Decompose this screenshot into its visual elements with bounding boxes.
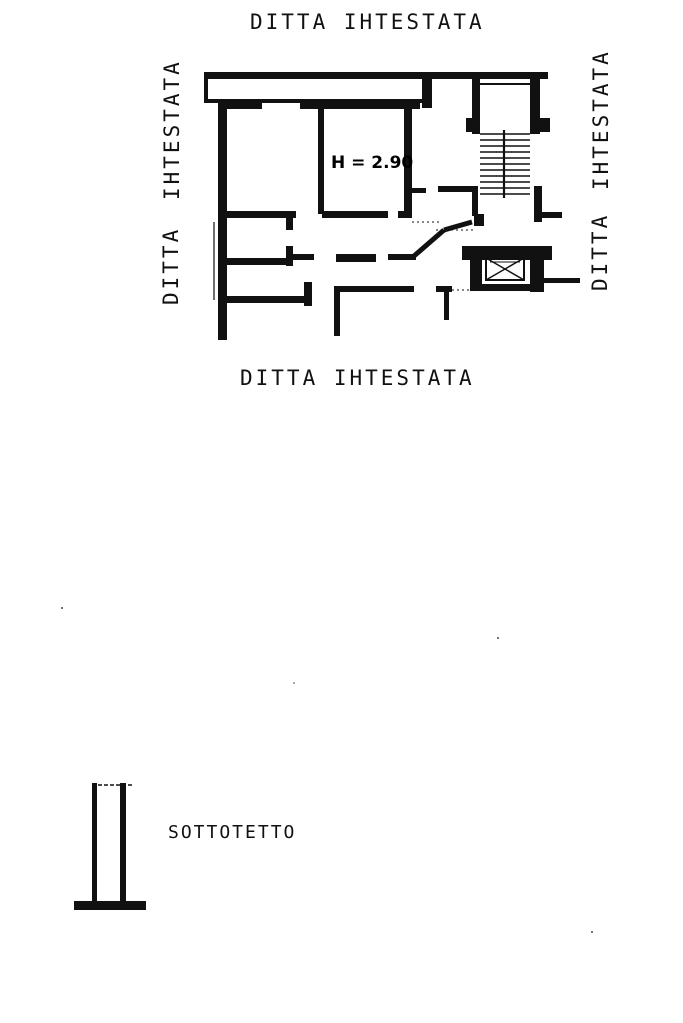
corridor-wall-b [290,254,314,260]
lower-middle-jamb [334,286,340,336]
corridor-jamb-a [286,214,293,230]
attic-left-wall [92,783,97,903]
room-bottom-wall-c [398,211,412,218]
stair-right-wall [530,72,540,134]
stair-hall-wall [438,186,472,192]
top-band-bottom-edge [204,99,426,103]
partition-wall-2 [404,108,412,218]
attic-section [74,783,146,910]
bottom-neighbor-label: DITTA IHTESTATA [240,366,475,390]
attic-right-wall [120,783,126,903]
room-height-label: H = 2.90 [331,153,413,173]
stair-landing-pier [474,214,484,226]
top-neighbor-label: DITTA IHTESTATA [250,10,485,34]
top-band-right-block [422,72,432,108]
lift-bottom-wall [470,284,544,291]
lift-left-wall [470,246,482,290]
attic-label: SOTTOTETTO [168,822,297,843]
top-band-left-edge [204,72,208,102]
lift-right-wall [530,246,544,292]
door-lines [412,221,474,291]
corridor-wall-c [336,254,376,262]
lower-right-post [444,286,449,320]
lift-top-wall [462,246,552,260]
corridor-wall-a [226,258,288,265]
stair-right-pier [536,118,550,132]
top-wall [204,72,548,79]
lower-middle-wall [334,286,414,292]
corridor-wall-d [388,254,416,260]
room-bottom-wall-a [226,211,296,218]
stair-right-lower [534,186,542,222]
stair-treads [480,83,530,198]
lift-icon [485,257,525,281]
room-bottom-wall-b [322,211,388,218]
lower-room-jamb [304,282,312,306]
stair-left-lower [472,186,478,216]
right-exterior-stub [540,212,562,218]
lower-room-wall [226,296,306,303]
room-top-wall-a [226,102,262,109]
diagonal-wall [412,219,473,258]
corridor-jamb-b [286,246,293,266]
right-exterior-lower [544,278,580,283]
stub-wall [412,188,426,193]
attic-floor [74,901,146,910]
left-exterior-wall [218,102,227,340]
room-top-wall-b [300,102,420,109]
stair-left-wall [472,72,480,134]
scan-specks [61,607,593,933]
partition-wall-1 [318,108,324,214]
stair-left-pier [466,118,478,132]
